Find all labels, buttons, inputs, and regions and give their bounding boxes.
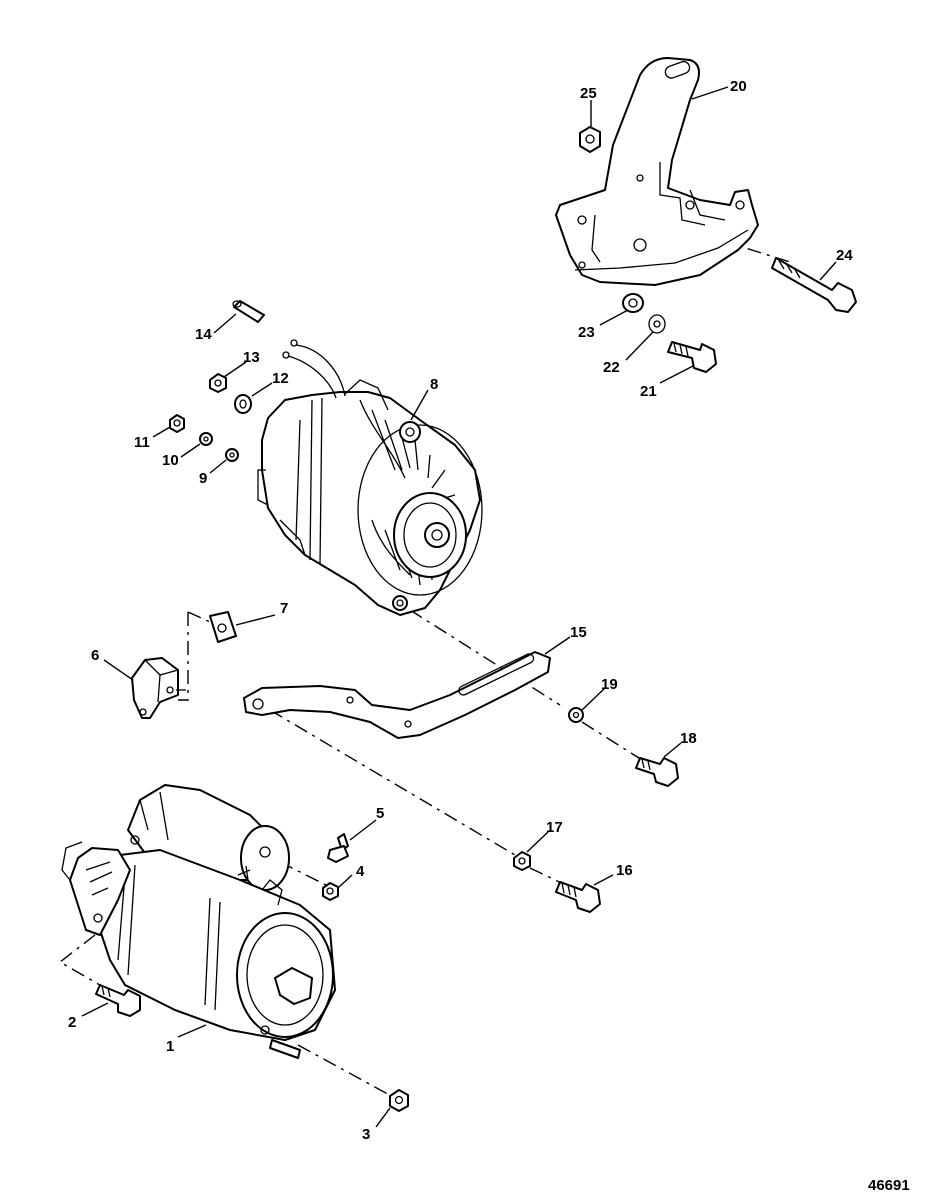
callout-25: 25 — [580, 85, 597, 102]
drawing-number: 46691 — [868, 1177, 910, 1194]
callout-9: 9 — [199, 470, 207, 487]
relay-6 — [131, 657, 186, 719]
nut-plate-7 — [209, 611, 237, 643]
alternator — [257, 339, 483, 616]
callout-5: 5 — [376, 805, 384, 822]
callout-24: 24 — [836, 247, 853, 264]
washer-22 — [648, 314, 666, 334]
brace-15 — [243, 651, 551, 739]
callout-12: 12 — [272, 370, 289, 387]
nut-23 — [622, 293, 644, 313]
nut-4 — [322, 882, 339, 901]
washer-10 — [199, 432, 213, 446]
callout-21: 21 — [640, 383, 657, 400]
callout-17: 17 — [546, 819, 563, 836]
callout-4: 4 — [356, 863, 365, 880]
nut-3 — [389, 1089, 409, 1112]
bolt-5 — [327, 833, 349, 863]
callout-labels: 1 2 3 4 5 6 7 8 9 10 11 12 13 14 15 16 1… — [68, 78, 853, 1143]
callout-15: 15 — [570, 624, 587, 641]
bolt-18 — [635, 757, 679, 787]
leader-lines — [81, 86, 837, 1128]
bolt-24 — [771, 257, 857, 313]
starter-motor — [61, 784, 336, 1041]
pin-14 — [232, 300, 265, 323]
callout-6: 6 — [91, 647, 99, 664]
bolt-21 — [667, 341, 717, 373]
mounting-bracket — [555, 57, 759, 286]
callout-23: 23 — [578, 324, 595, 341]
washer-9 — [225, 448, 239, 462]
callout-22: 22 — [603, 359, 620, 376]
callout-3: 3 — [362, 1126, 370, 1143]
nut-25 — [579, 126, 601, 153]
callout-11: 11 — [134, 434, 150, 451]
callout-14: 14 — [195, 326, 212, 343]
nut-11 — [169, 414, 185, 433]
bolt-16 — [555, 881, 601, 913]
callout-18: 18 — [680, 730, 697, 747]
callout-2: 2 — [68, 1014, 76, 1031]
callout-7: 7 — [280, 600, 288, 617]
callout-20: 20 — [730, 78, 747, 95]
callout-16: 16 — [616, 862, 633, 879]
callout-10: 10 — [162, 452, 179, 469]
bolt-2 — [95, 984, 141, 1017]
stud-3 — [269, 1039, 301, 1059]
callout-13: 13 — [243, 349, 260, 366]
nut-17 — [513, 851, 531, 871]
washer-19 — [568, 707, 584, 723]
callout-19: 19 — [601, 676, 618, 693]
nut-13 — [209, 373, 227, 393]
callout-8: 8 — [430, 376, 438, 393]
callout-1: 1 — [166, 1038, 174, 1055]
spacer-12 — [234, 394, 252, 414]
